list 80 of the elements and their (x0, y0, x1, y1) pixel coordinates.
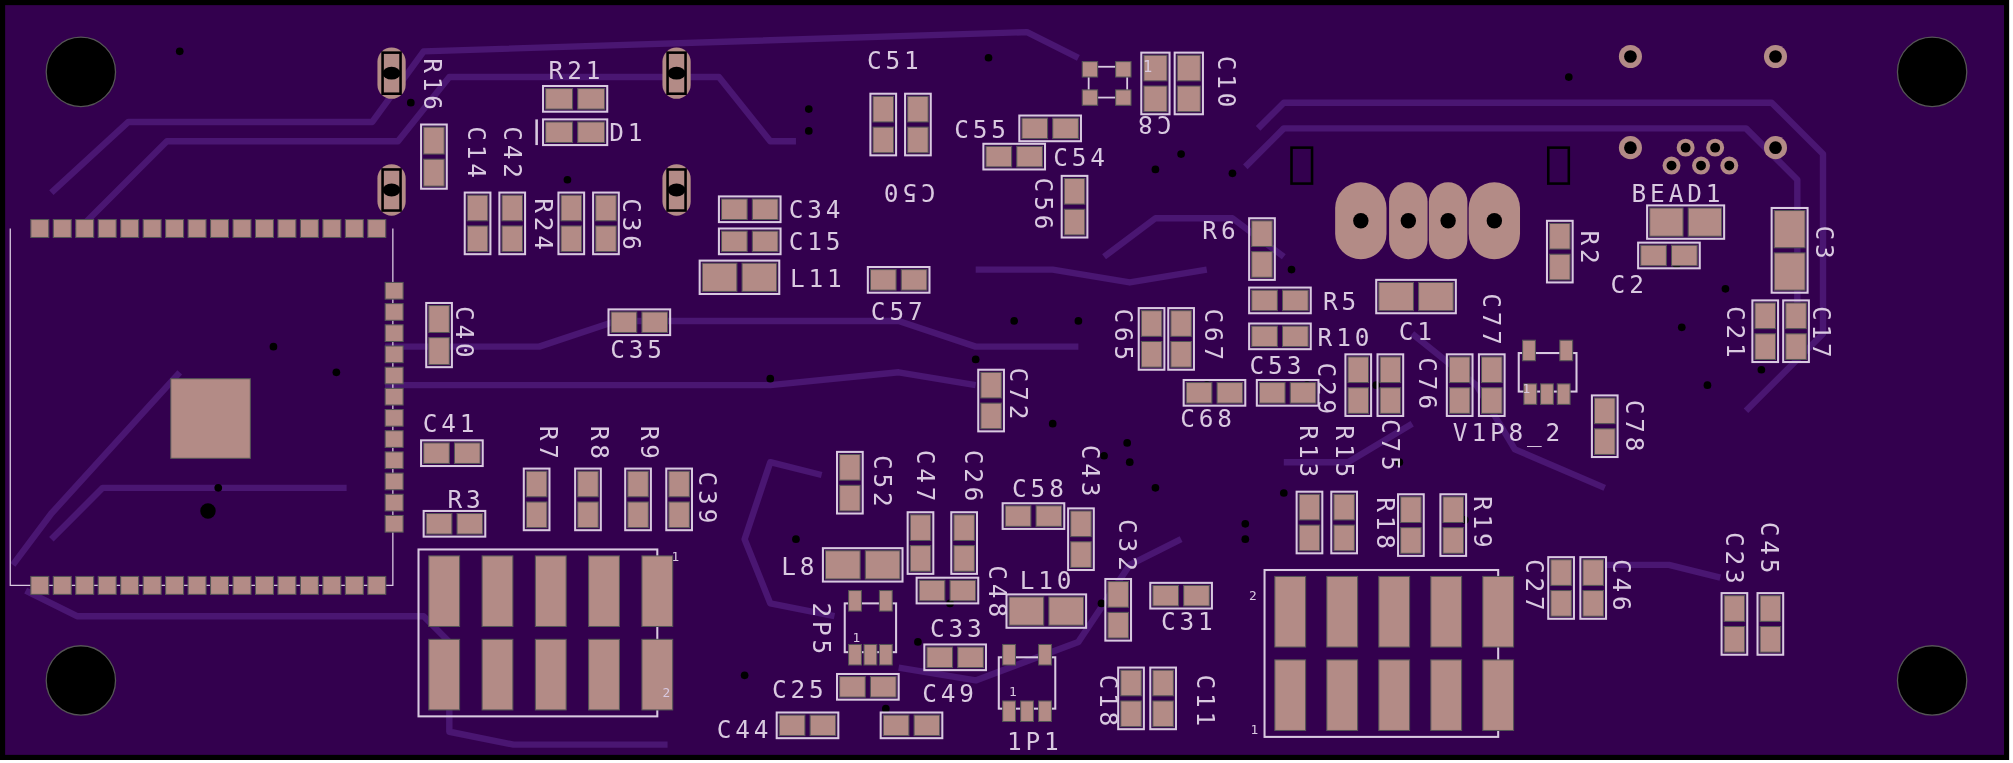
reference-designator: C2 (1610, 272, 1648, 298)
reference-designator: C78 (1622, 399, 1647, 456)
reference-designator: C57 (870, 299, 927, 325)
reference-designator: R19 (1470, 496, 1495, 552)
pin-number: 1 (1250, 724, 1259, 737)
reference-designator: C43 (1077, 444, 1103, 501)
reference-designator: R2 (1577, 230, 1602, 268)
reference-designator: C76 (1415, 357, 1440, 413)
reference-designator: R3 (447, 487, 485, 512)
reference-designator: BEAD1 (1631, 181, 1725, 207)
reference-designator: C55 (954, 117, 1010, 142)
reference-designator: C14 (464, 126, 489, 182)
pin-number: 1 (671, 550, 680, 564)
reference-designator: 2P5 (809, 602, 834, 659)
reference-designator: C35 (610, 337, 666, 362)
reference-designator: C42 (500, 126, 525, 182)
reference-designator: V1P8_2 (1452, 420, 1565, 445)
reference-designator: D1 (609, 120, 647, 145)
reference-designator: C67 (1201, 308, 1226, 365)
reference-designator: R5 (1323, 289, 1361, 314)
pin-number: 2 (1249, 589, 1257, 603)
pin-number: 1 (1143, 59, 1153, 75)
reference-designator: C54 (1053, 145, 1109, 171)
reference-designator: C51 (867, 48, 923, 73)
reference-designator: C53 (1249, 353, 1306, 379)
reference-designator: C65 (1111, 308, 1136, 365)
reference-designator: C11 (1193, 674, 1218, 731)
reference-designator: C50 (879, 180, 936, 205)
reference-designator: C26 (960, 449, 986, 506)
reference-designator: C21 (1723, 306, 1748, 362)
reference-designator: C68 (1180, 406, 1236, 431)
reference-designator: C44 (716, 717, 773, 742)
reference-designator: R16 (420, 58, 445, 114)
reference-designator: R24 (530, 198, 556, 254)
reference-designator: C17 (1809, 306, 1834, 362)
reference-designator: C3 (1812, 225, 1837, 263)
reference-designator: C46 (1609, 558, 1634, 615)
reference-designator: C23 (1722, 531, 1747, 588)
reference-designator: C48 (985, 565, 1010, 621)
reference-designator: C72 (1005, 367, 1031, 424)
reference-designator: R9 (637, 425, 662, 463)
reference-designator: R6 (1202, 218, 1240, 244)
reference-designator: R21 (548, 58, 605, 83)
reference-designator: L8 (781, 553, 819, 579)
reference-designator: C34 (788, 197, 845, 222)
reference-designator: R15 (1331, 425, 1357, 481)
reference-designator: C8 (1134, 112, 1172, 137)
reference-designator: C27 (1521, 558, 1547, 615)
reference-designator: C33 (929, 616, 986, 642)
reference-designator: C41 (422, 411, 479, 436)
pin-number: 2 (662, 686, 671, 700)
reference-designator: C75 (1378, 418, 1403, 475)
reference-designator: C15 (788, 229, 845, 254)
reference-designator: C47 (913, 449, 938, 506)
reference-designator: C52 (869, 454, 895, 511)
reference-designator: L11 (789, 266, 846, 291)
reference-designator: C31 (1161, 609, 1217, 634)
reference-designator: C77 (1479, 293, 1504, 349)
reference-designator: R18 (1373, 497, 1398, 553)
reference-designator: C40 (452, 306, 477, 362)
reference-designator: R10 (1317, 325, 1374, 350)
reference-designator: C36 (619, 198, 644, 254)
reference-designator: C18 (1095, 674, 1121, 731)
reference-designator: C10 (1213, 55, 1239, 112)
reference-designator: R7 (536, 425, 561, 463)
reference-designator: C49 (922, 681, 978, 706)
reference-designator: R13 (1296, 425, 1321, 481)
pin-number: 1 (1522, 382, 1531, 396)
pin-number: 1 (1009, 685, 1017, 699)
reference-designator: C58 (1012, 476, 1068, 502)
reference-designator: 1P1 (1006, 729, 1063, 755)
reference-designator: C1 (1398, 319, 1436, 344)
reference-designator: C32 (1115, 519, 1140, 575)
reference-designator: R8 (587, 425, 612, 463)
pin-number: 1 (852, 631, 861, 645)
reference-designator: C56 (1031, 177, 1056, 234)
reference-designator: C25 (772, 677, 828, 702)
reference-designator: L10 (1019, 568, 1076, 593)
reference-designator: C45 (1756, 521, 1782, 578)
reference-designator: C39 (695, 471, 720, 528)
